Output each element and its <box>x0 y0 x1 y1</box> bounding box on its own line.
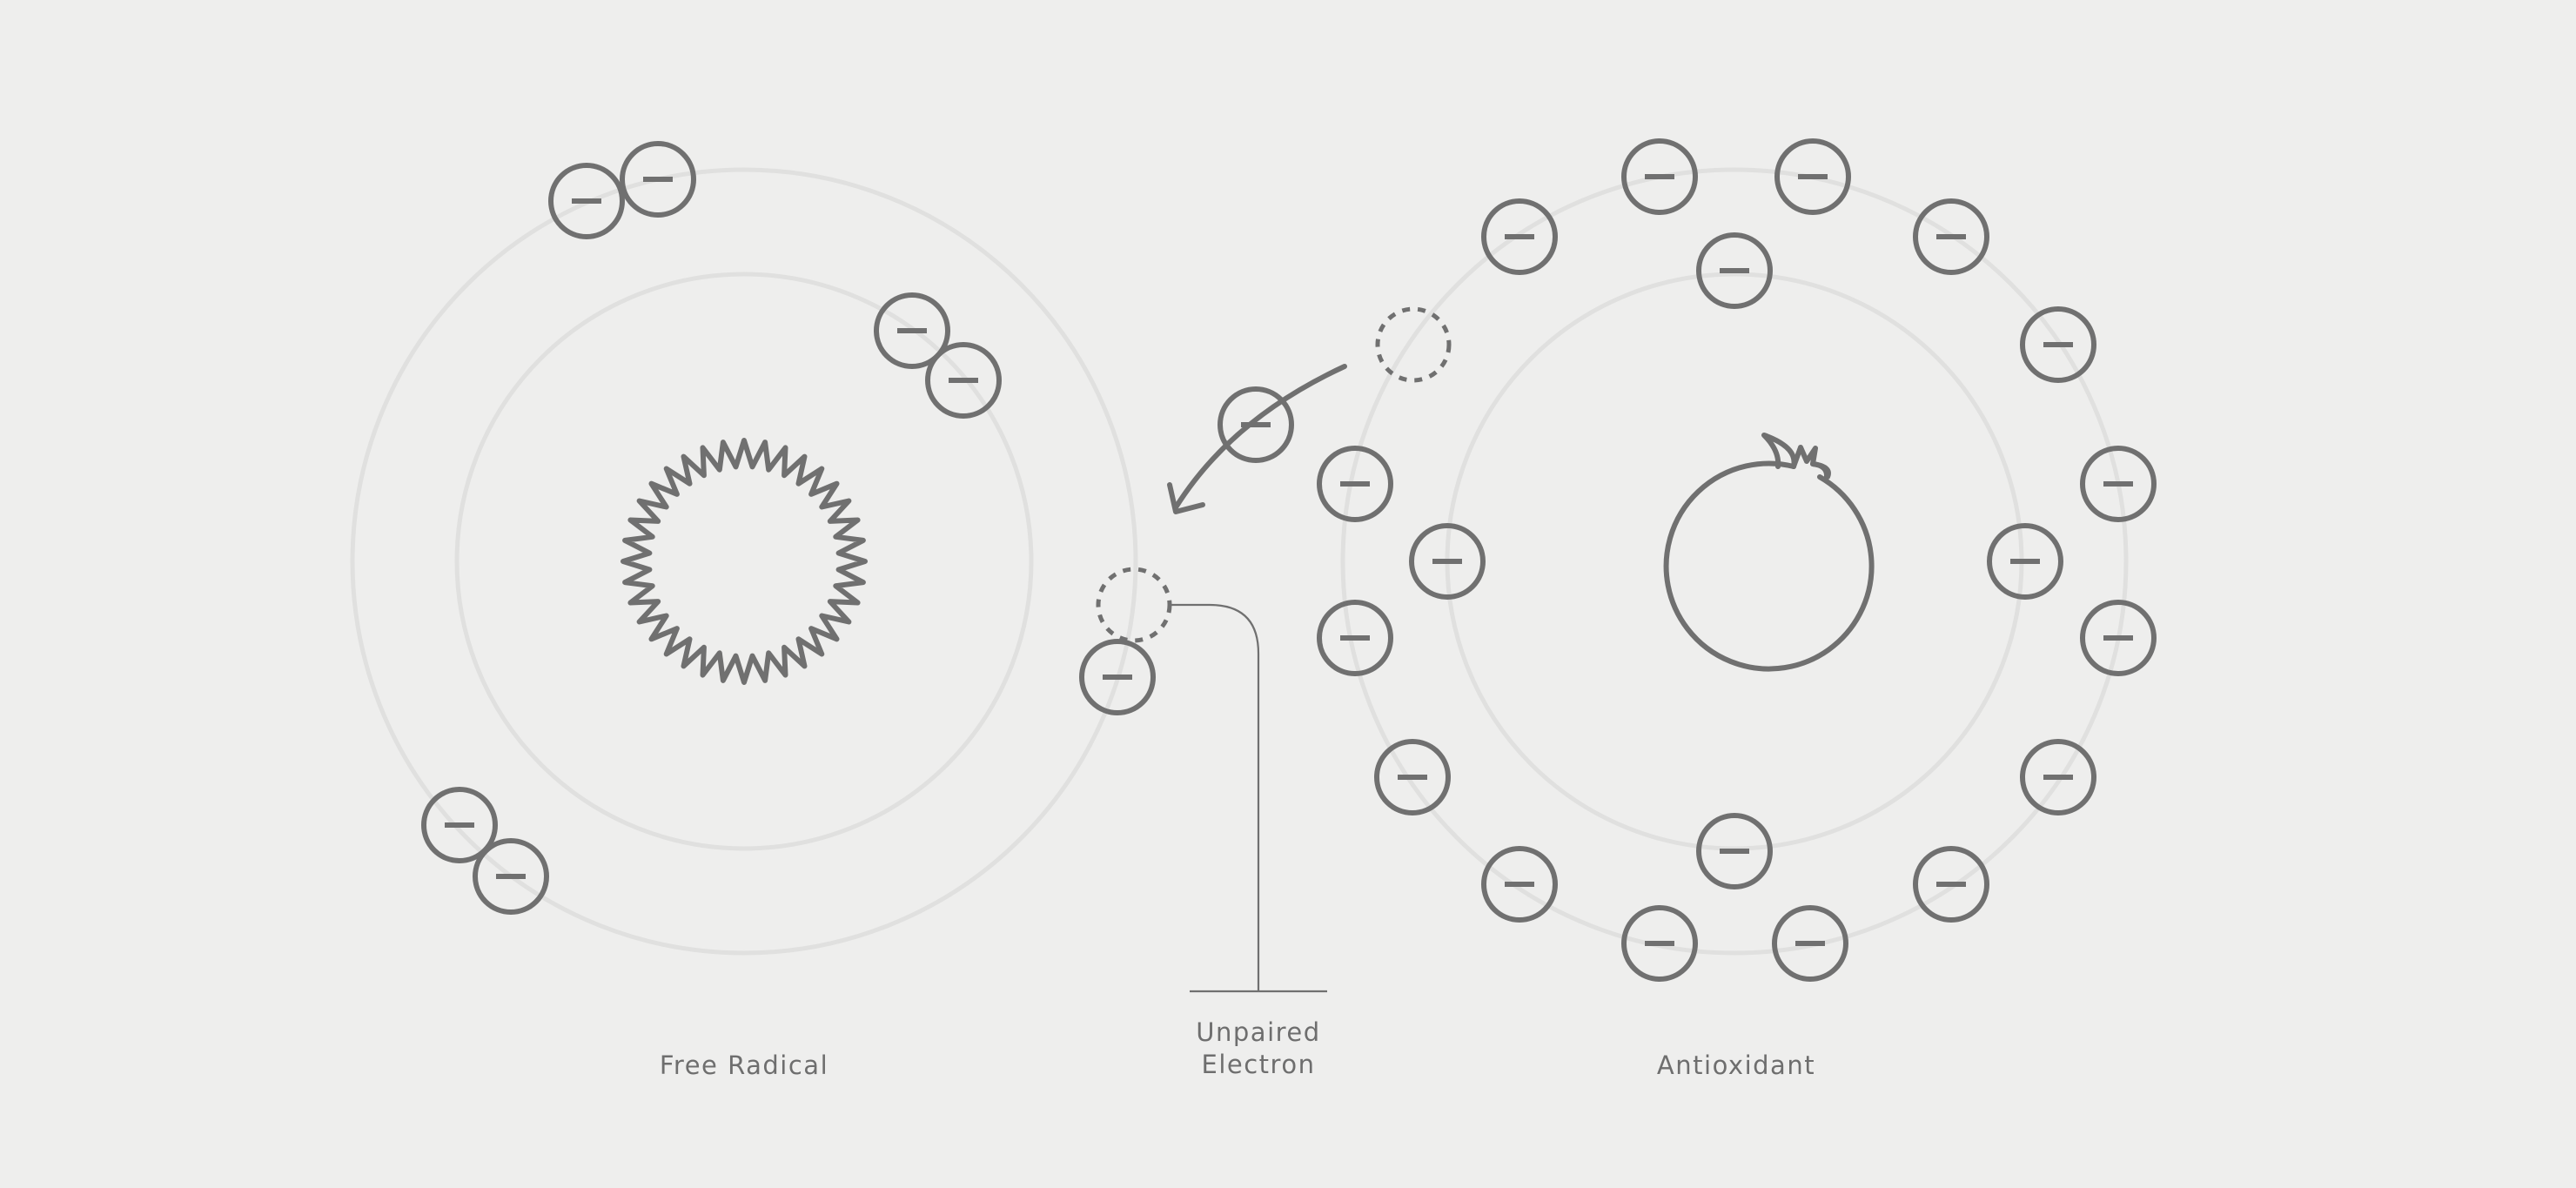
electron-ring <box>1696 813 1773 889</box>
electron-ring <box>548 163 625 239</box>
electron-ring <box>1409 523 1486 600</box>
electron <box>1481 198 1558 275</box>
electron <box>874 292 950 369</box>
fruit-leaf-left <box>1761 433 1797 469</box>
electron <box>1621 138 1698 215</box>
electron <box>1218 386 1294 463</box>
electron-ring <box>1481 198 1558 275</box>
electron <box>1317 600 1393 676</box>
fruit-icon <box>1663 433 1875 672</box>
antioxidant-label: Antioxidant <box>1656 1050 1816 1080</box>
fruit-leaf-right <box>1810 461 1831 480</box>
electron <box>1079 639 1156 715</box>
electron-ring <box>1317 446 1393 522</box>
electron-ring <box>620 141 696 218</box>
electron-ring <box>1218 386 1294 463</box>
electron <box>1772 905 1848 982</box>
electron-ring <box>2080 446 2157 522</box>
electron <box>1913 198 1989 275</box>
electron-ring <box>1621 138 1698 215</box>
free-radical-outer-orbit <box>350 167 1138 956</box>
fruit-body <box>1663 460 1875 672</box>
electron-ring <box>1774 138 1851 215</box>
electron <box>1621 905 1698 982</box>
donated-electron-vacancy <box>1375 306 1452 383</box>
electron-ring <box>1621 905 1698 982</box>
antioxidant-atom <box>1317 138 2157 982</box>
electron <box>1317 446 1393 522</box>
electron <box>925 342 1002 419</box>
electron-ring <box>2020 739 2096 815</box>
electron <box>473 838 549 915</box>
electron <box>2080 600 2157 676</box>
curved-arrow-icon <box>1167 364 1347 514</box>
antioxidant-outer-orbit <box>1340 167 2129 956</box>
electron <box>1481 846 1558 923</box>
electron-ring <box>421 787 498 863</box>
transferred-electron <box>1218 386 1294 463</box>
electron <box>1774 138 1851 215</box>
electron-ring <box>2020 306 2096 383</box>
antioxidant-inner-orbit <box>1445 272 2024 851</box>
unpaired-electron-callout <box>1170 603 1327 993</box>
transfer-arrow-shaft <box>1173 364 1347 510</box>
electron-ring <box>874 292 950 369</box>
electron-ring <box>2080 600 2157 676</box>
electron-ring <box>1987 523 2063 600</box>
electron <box>2080 446 2157 522</box>
electron <box>1696 232 1773 309</box>
electron <box>1696 813 1773 889</box>
electron-ring <box>925 342 1002 419</box>
fruit-stem <box>1791 445 1830 480</box>
unpaired-electron-label: Unpaired Electron <box>1084 1017 1432 1081</box>
electron-ring <box>1079 639 1156 715</box>
electron-ring <box>1374 739 1451 815</box>
electron <box>421 787 498 863</box>
electron-ring <box>1913 846 1989 923</box>
free-radical-inner-orbit <box>454 272 1034 851</box>
electron-ring <box>1481 846 1558 923</box>
electron-ring <box>1913 198 1989 275</box>
electron <box>2020 306 2096 383</box>
electron <box>548 163 625 239</box>
electron-ring <box>473 838 549 915</box>
electron <box>1913 846 1989 923</box>
antioxidant-electrons <box>1317 138 2157 982</box>
callout-leader-line <box>1170 603 1260 991</box>
electron-ring <box>1317 600 1393 676</box>
electron-ring <box>1696 232 1773 309</box>
electron <box>1987 523 2063 600</box>
electron <box>1409 523 1486 600</box>
electron <box>2020 739 2096 815</box>
free-radical-label: Free Radical <box>659 1050 829 1080</box>
electron-ring <box>1772 905 1848 982</box>
transfer-arrow-head <box>1167 482 1205 514</box>
electron <box>1374 739 1451 815</box>
unpaired-electron-label-line1: Unpaired <box>1196 1017 1321 1047</box>
free-radical-electrons <box>421 141 1156 915</box>
starburst-icon <box>621 438 868 685</box>
electron <box>620 141 696 218</box>
free-radical-atom <box>350 141 1172 956</box>
unpaired-electron-label-line2: Electron <box>1201 1050 1316 1079</box>
